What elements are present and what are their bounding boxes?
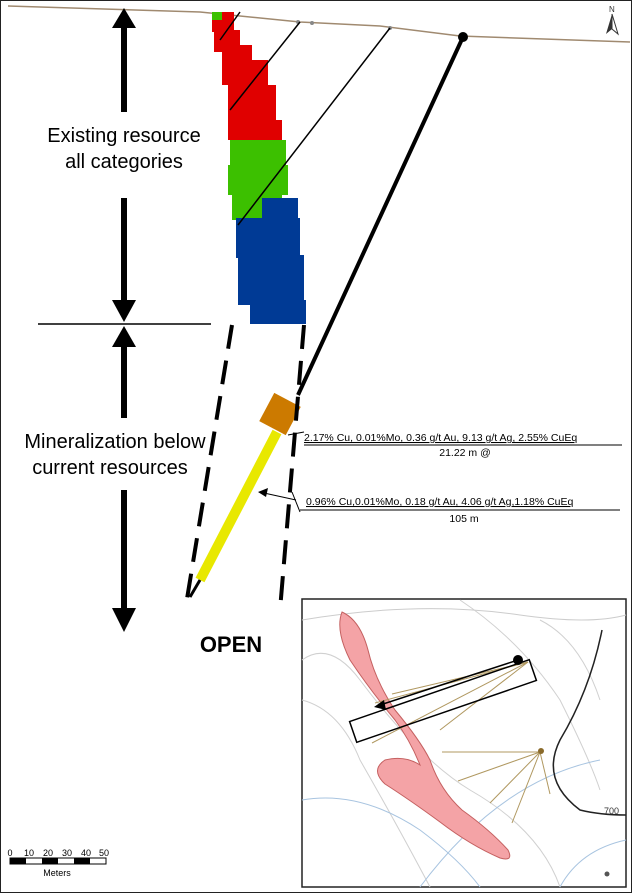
open-extension-line [278,324,306,611]
scale-tick: 10 [24,848,34,858]
scale-tick: 0 [7,848,12,858]
collar-marker [310,21,314,25]
open-extension-line [184,324,234,606]
high-grade-interval [259,392,301,436]
new-drill-hole-collar [458,32,468,42]
inset-point-marker [604,871,610,877]
scale-tick: 20 [43,848,53,858]
inset-drill-collar [538,748,544,754]
scale-unit: Meters [43,868,71,878]
open-label: OPEN [200,632,262,657]
inset-section-arrowhead [374,700,386,710]
scale-tick: 30 [62,848,72,858]
scale-tick: 50 [99,848,109,858]
mineralization-below-label: current resources [32,457,188,479]
new-drill-hole [296,36,465,396]
resource-extent-arrow [112,8,136,322]
existing-resource-label: all categories [65,151,183,173]
mineralization-extent-arrow [112,326,136,632]
intercept-grade-text: 2.17% Cu, 0.01%Mo, 0.36 g/t Au, 9.13 g/t… [304,432,577,444]
resource-block-blue [236,198,306,324]
inset-mineralized-body [339,611,511,860]
existing-resource-label: Existing resource [47,125,200,147]
drill-trace [219,11,241,41]
intercept-tick [291,491,301,513]
drill-trace [229,21,301,111]
intercept-arrowhead [258,488,268,497]
north-arrow-label: N [609,5,615,14]
intercept-length-text: 21.22 m @ [439,447,491,459]
scale-tick: 40 [81,848,91,858]
scale-bar [9,857,107,865]
intercept-leader [263,492,297,501]
intercept-length-text: 105 m [449,513,478,525]
mineralization-below-label: Mineralization below [24,431,206,453]
resource-block-red [212,12,282,142]
drill-hole-tail [188,579,202,598]
intercept-grade-text: 0.96% Cu,0.01%Mo, 0.18 g/t Au, 4.06 g/t … [306,496,574,508]
inset-section-arrow [379,659,519,706]
inset-section-outline [348,658,538,744]
inset-contour-label: 700 [604,806,619,816]
mineralized-interval [195,429,282,583]
intercept-leader [287,431,305,436]
north-arrow-icon [606,13,619,36]
drill-trace [237,27,391,226]
topography-line [7,5,631,43]
